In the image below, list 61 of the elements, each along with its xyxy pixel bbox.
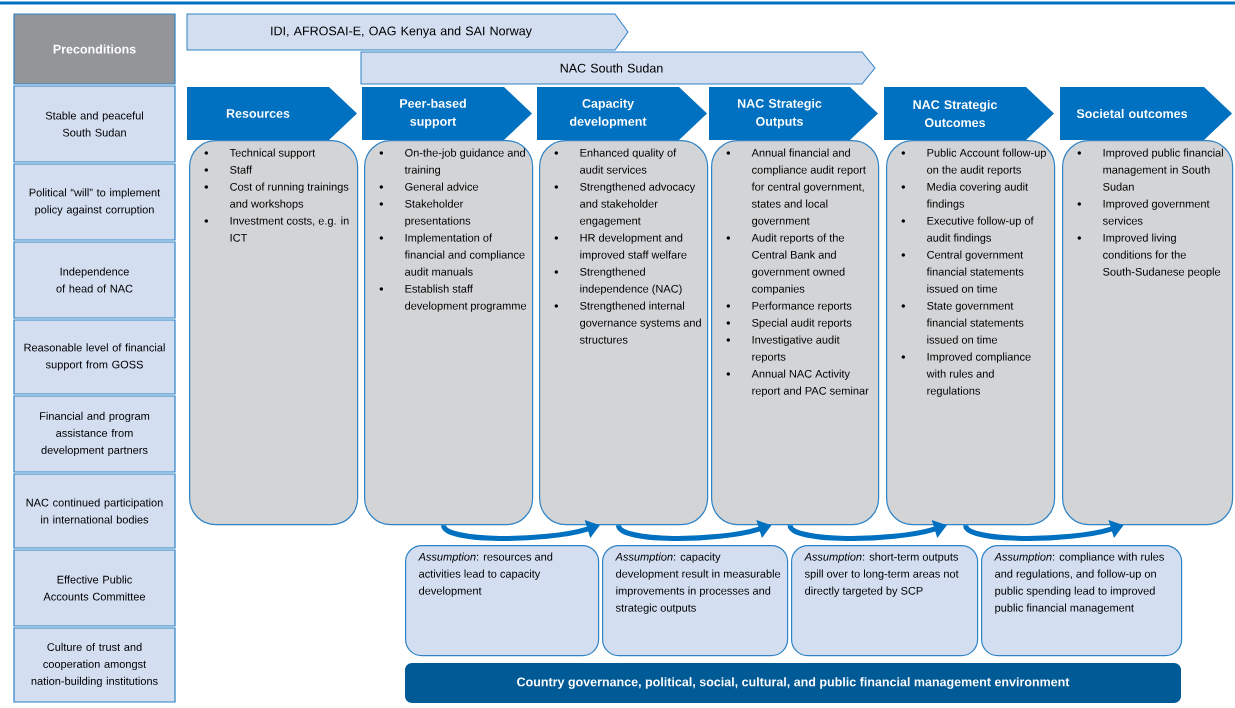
list-item: Annual NAC Activity report and PAC seminar [726,369,869,397]
list-item: Strengthened advocacy and stakeholder engagement [554,182,696,227]
precondition-box: Financial and program assistance from development partners [13,395,176,473]
list-item: Stakeholder presentations [379,199,471,227]
list-item: Technical support [204,148,316,159]
precondition-box: Culture of trust and cooperation amongst nation-building institutions [13,627,176,703]
assumption-box [405,545,600,657]
list-item: Enhanced quality of audit services [554,148,677,174]
list-item: HR development and improved staff welfare [554,233,687,261]
stage-heading: NAC Strategic Outcomes [884,87,1054,140]
column-heading-box: Preconditions [13,13,176,85]
assumption-box [791,545,979,657]
chevron-banner: NAC South Sudan [360,51,876,85]
list-item: Improved compliance with rules and regulations [901,352,1031,397]
precondition-box: Effective Public Accounts Committee [13,549,176,627]
content-box [886,140,1056,526]
assumption-text: Assumption: compliance with rules and regulations, and follow-up on public spending lead to improved public financial management [994,552,1164,614]
list-item: Public Account follow-up on the audit reports [901,148,1046,176]
stage-heading: NAC Strategic Outputs [709,87,878,140]
assumption-box [981,545,1183,657]
list-item: Strengthened independence (NAC) [554,267,682,295]
list-item: Central government financial statements issued on time [901,250,1024,293]
stage-heading: Capacity development [537,87,707,140]
precondition-box: Independence of head of NAC [13,241,176,319]
stage-heading: Resources [187,87,357,140]
list-item: Investigative audit reports [726,335,840,363]
assumption-text: Assumption: resources and activities lead to capacity development [418,552,553,597]
list-item: Improved government services [1077,199,1210,225]
list-item: Audit reports of the Central Bank and government owned companies [726,233,845,295]
chevron-banner: IDI, AFROSAI-E, OAG Kenya and SAI Norway [186,13,629,51]
stage-heading: Peer-based support [362,87,532,140]
assumption-text: Assumption: capacity development result in measurable improvements in processes and strategic outputs [615,552,781,614]
list-item: Annual financial and compliance audit report for central government, states and local government [726,148,866,227]
list-item: State government financial statements issued on time [901,301,1024,344]
list-item: Staff [204,165,253,174]
list-item: General advice [379,182,479,191]
list-item: Executive follow-up of audit findings [901,216,1034,244]
assumption-box [602,545,789,657]
content-box [189,140,359,526]
list-item: Establish staff development programme [379,284,527,312]
list-item: Performance reports [726,301,852,312]
content-box [364,140,534,526]
precondition-box: Political “will” to implement policy against corruption [13,163,176,241]
list-item: Improved public financial management in South Sudan [1077,148,1223,191]
precondition-box: Reasonable level of financial support from GOSS [13,319,176,395]
environment-bar: Country governance, political, social, cultural, and public financial management environment [405,663,1181,703]
list-item: Media covering audit findings [901,182,1028,210]
list-item: Improved living conditions for the South-Sudanese people [1077,233,1221,278]
content-box [711,140,880,526]
list-item: Strengthened internal governance systems and structures [554,301,701,344]
precondition-box: NAC continued participation in international bodies [13,473,176,549]
assumption-text: Assumption: short-term outputs spill over to long-term areas not directly targeted by SCP [804,552,959,597]
content-box [539,140,709,526]
list-item: Cost of running trainings and workshops [204,182,349,210]
stage-heading: Societal outcomes [1060,87,1232,140]
list-item: Special audit reports [726,318,852,329]
content-box [1062,140,1234,526]
list-item: Implementation of financial and compliance audit manuals [379,233,525,276]
list-item: On-the-job guidance and training [379,148,525,176]
list-item: Investment costs, e.g. in ICT [204,216,349,242]
precondition-box: Stable and peaceful South Sudan [13,85,176,163]
